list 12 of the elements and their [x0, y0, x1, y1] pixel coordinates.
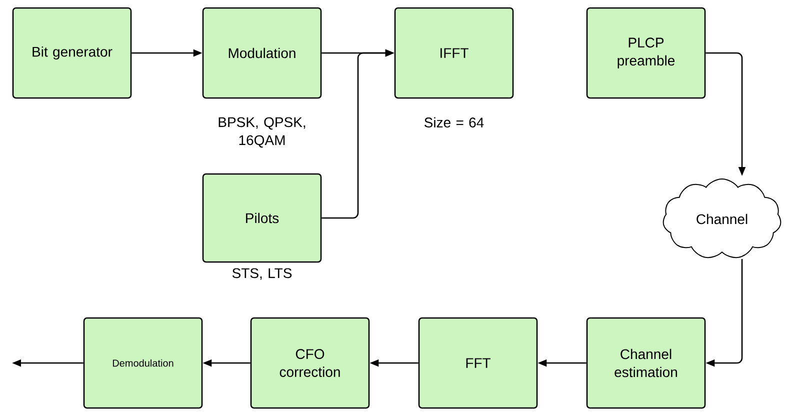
process-box: Bit generator [12, 7, 132, 99]
process-box: Modulation [202, 7, 322, 99]
process-box: Demodulation [83, 317, 203, 409]
process-box: CFO correction [250, 317, 370, 409]
caption-text: Size = 64 [424, 117, 484, 128]
process-box: Channel estimation [586, 317, 706, 409]
process-box: FFT [418, 317, 538, 409]
caption-text: BPSK, QPSK, 16QAM [218, 117, 306, 148]
process-box: PLCP preamble [586, 7, 706, 99]
caption-text: STS, LTS [232, 268, 292, 280]
process-box: IFFT [394, 7, 514, 99]
process-box: Pilots [202, 173, 322, 263]
